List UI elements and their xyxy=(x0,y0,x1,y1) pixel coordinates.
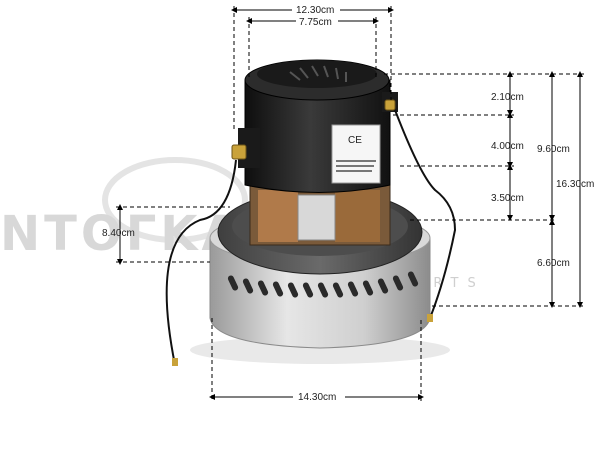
dim-top-inner: 7.75cm xyxy=(299,17,332,28)
dimension-lines xyxy=(116,6,584,402)
dim-neck: 3.50cm xyxy=(491,193,524,204)
dim-overall: 16.30cm xyxy=(556,179,594,190)
dim-top-outer: 12.30cm xyxy=(296,5,334,16)
terminals xyxy=(231,92,398,168)
ce-mark: CE xyxy=(348,135,362,146)
product-label: CE xyxy=(331,124,381,184)
dimension-labels: 12.30cm 7.75cm 2.10cm 4.00cm 9.60cm 3.50… xyxy=(102,3,594,403)
dim-body: 6.60cm xyxy=(537,258,570,269)
watermark-logo-shape xyxy=(102,157,248,243)
dim-upper-total: 9.60cm xyxy=(537,144,570,155)
dim-brush: 4.00cm xyxy=(491,141,524,152)
wire-tip-left xyxy=(172,358,178,366)
wire-tip-right xyxy=(427,314,433,322)
dim-base: 14.30cm xyxy=(298,392,336,403)
vent-slots xyxy=(227,271,419,298)
dim-fan-cap: 2.10cm xyxy=(491,92,524,103)
fan-vents xyxy=(289,65,347,82)
floor-shadow xyxy=(190,336,450,364)
wires xyxy=(165,109,457,366)
dim-left: 8.40cm xyxy=(102,228,135,239)
motor-armature xyxy=(249,184,391,246)
